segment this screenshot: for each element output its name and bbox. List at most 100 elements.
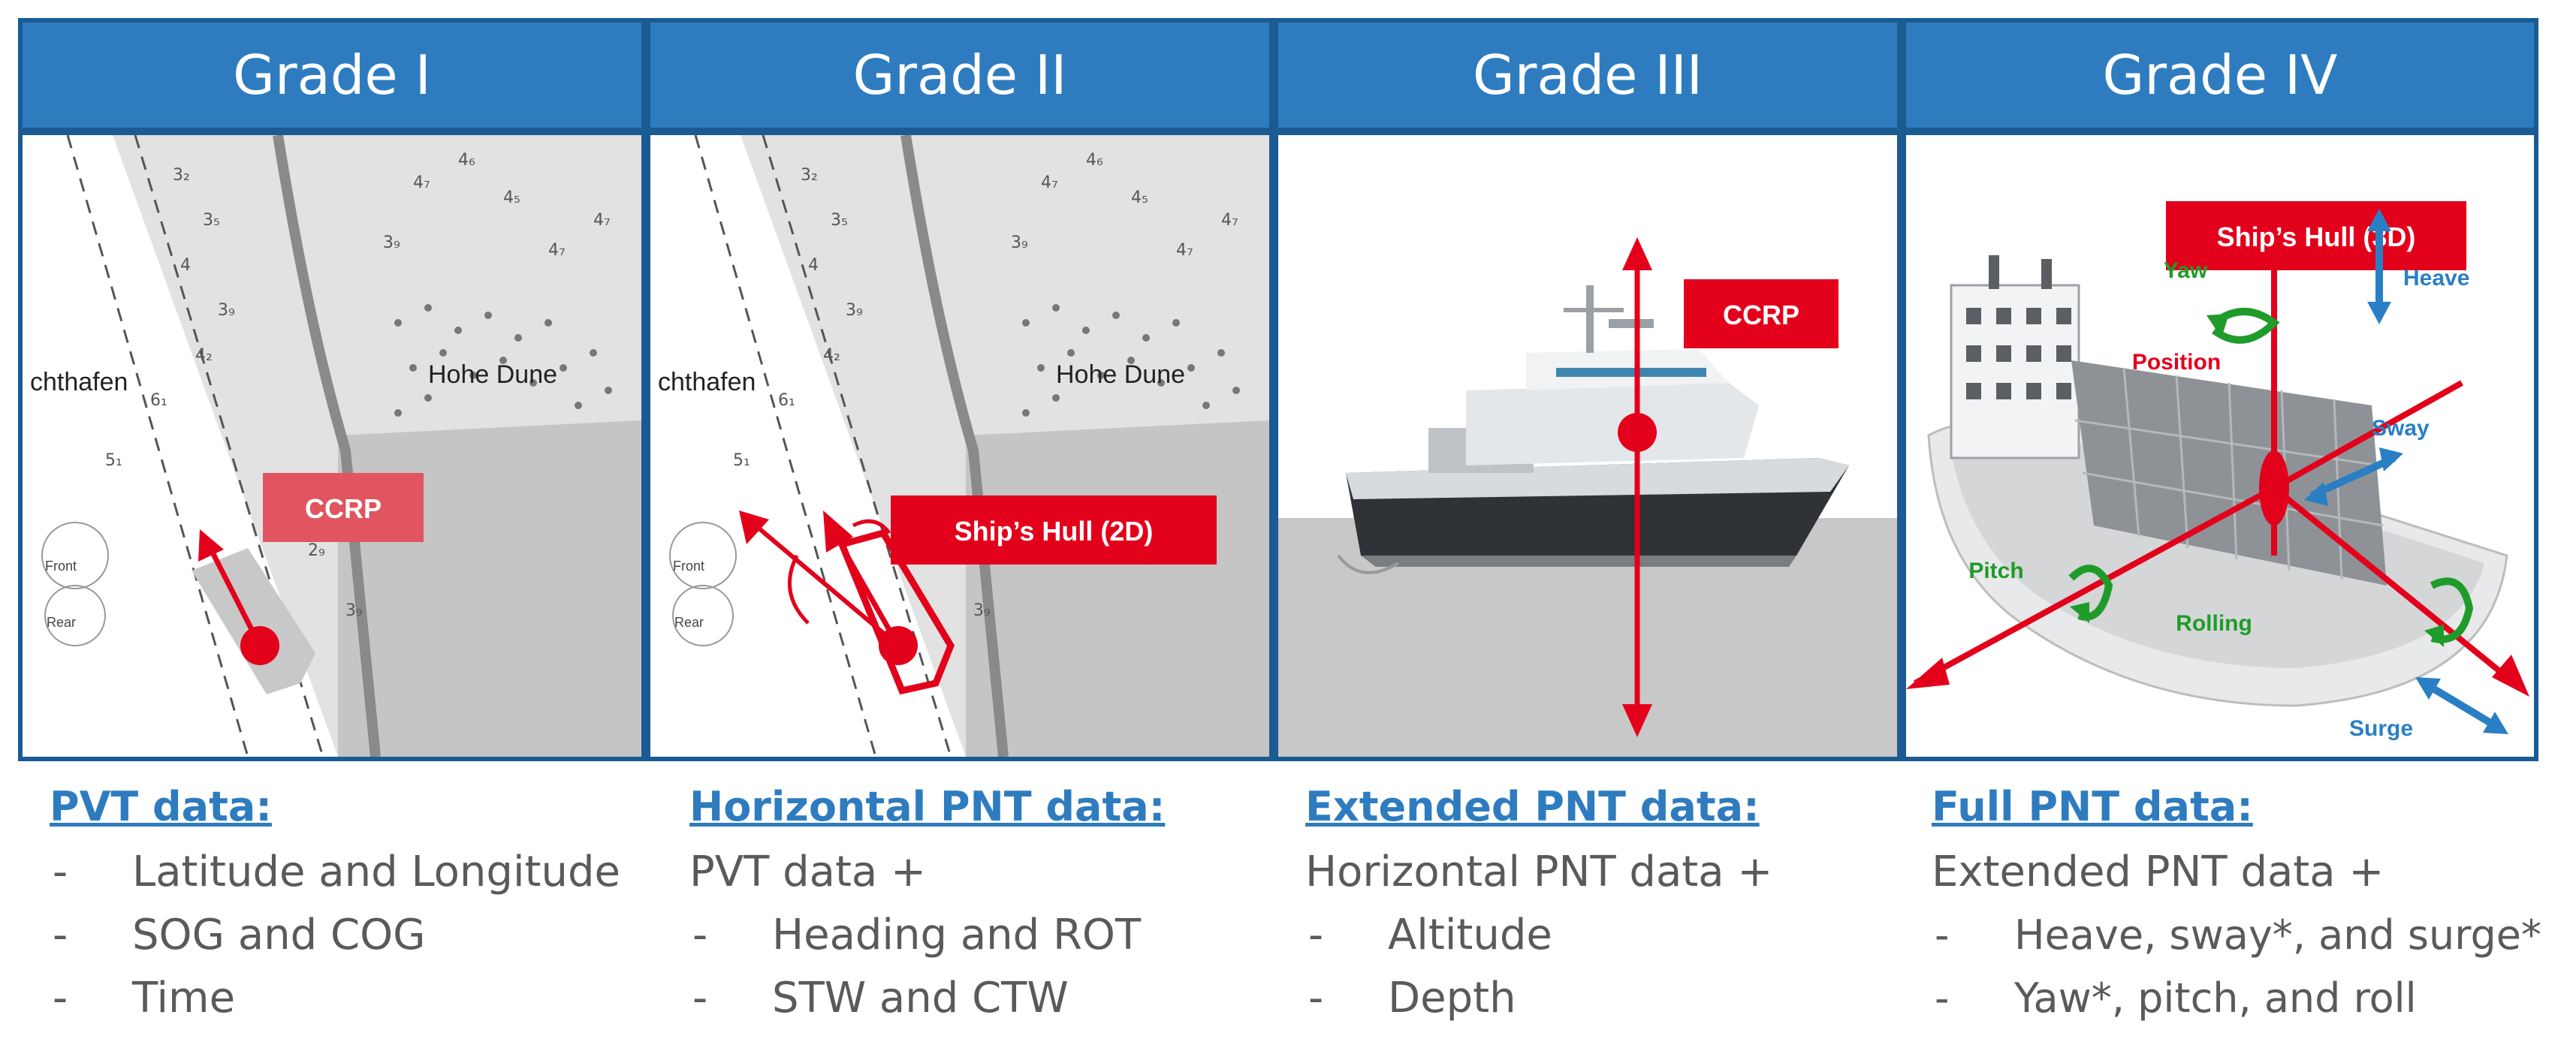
heave-arrowhead-up — [2367, 209, 2391, 231]
hull-reference-marker — [879, 626, 918, 665]
svg-text:5₁: 5₁ — [105, 451, 122, 470]
container-stack — [2071, 360, 2387, 586]
grade-3-vessel-view: CCRP — [1278, 135, 1897, 757]
grade-3-description: Extended PNT data: Horizontal PNT data +… — [1305, 781, 1921, 1030]
map-place-name: chthafen — [658, 368, 756, 396]
surge-arrowhead-right — [2483, 712, 2508, 734]
heave-label: Heave — [2403, 266, 2469, 291]
bridge-windows — [1556, 368, 1706, 377]
map-area-name: Hohe Dune — [1056, 360, 1185, 389]
hull-2d-label: Ship’s Hull (2D) — [955, 516, 1154, 547]
sway-arrowhead-right — [2379, 447, 2403, 471]
surge-axis-arrowhead — [1906, 658, 1950, 689]
grade-2-header: Grade II — [650, 23, 1269, 128]
list-item-text: Heave, sway*, and surge* — [2014, 911, 2541, 959]
grade-3-data-title: Extended PNT data: — [1305, 783, 1760, 830]
list-item: -Heading and ROT — [689, 904, 1305, 967]
list-item-text: Heading and ROT — [772, 911, 1142, 959]
transverse-axis — [2272, 485, 2517, 686]
yaw-rotation-arrowhead — [2206, 314, 2229, 338]
grade-2-description: Horizontal PNT data: PVT data + -Heading… — [689, 781, 1305, 1030]
svg-text:3₉: 3₉ — [846, 301, 863, 320]
position-label: Position — [2132, 350, 2221, 375]
list-item-text: Latitude and Longitude — [132, 848, 620, 896]
depth-arrowhead — [1622, 704, 1652, 737]
map-place-name: chthafen — [30, 368, 128, 396]
svg-text:6₁: 6₁ — [778, 391, 795, 410]
grade-4-intro: Extended PNT data + — [1932, 848, 2384, 896]
pitch-rotation-arrowhead — [2070, 602, 2089, 623]
grade-3-intro: Horizontal PNT data + — [1305, 848, 1773, 896]
marsh-symbols — [394, 304, 612, 417]
svg-text:3₅: 3₅ — [203, 211, 220, 230]
svg-text:4: 4 — [180, 256, 191, 275]
grade-4-column: Grade IV — [1906, 23, 2534, 757]
svg-text:4₇: 4₇ — [1221, 211, 1238, 230]
svg-text:4₇: 4₇ — [548, 241, 566, 260]
grade-1-header: Grade I — [23, 23, 641, 128]
grade-1-description: PVT data: -Latitude and Longitude -SOG a… — [50, 781, 665, 1030]
hull-keel — [1361, 556, 1796, 567]
svg-text:3₉: 3₉ — [218, 301, 235, 320]
map-rear-label: Rear — [674, 615, 704, 630]
hull-topside — [1346, 458, 1849, 499]
yaw-label: Yaw — [2164, 258, 2208, 283]
ccrp-label: CCRP — [305, 493, 382, 524]
ccrp-label-box — [1684, 279, 1838, 348]
fairway-line — [762, 135, 952, 757]
list-bullet: - — [1935, 974, 1950, 1022]
hull-3d-label-box — [2166, 201, 2466, 270]
svg-text:3₉: 3₉ — [345, 601, 363, 620]
shoreline — [900, 135, 1009, 757]
svg-text:3₉: 3₉ — [383, 233, 400, 252]
heading-arrowhead — [823, 510, 853, 553]
list-bullet: - — [1935, 911, 1950, 959]
svg-text:4₂: 4₂ — [195, 346, 213, 365]
light-sector — [669, 522, 737, 589]
longitudinal-axis — [1914, 485, 2276, 686]
funnel — [1989, 255, 1999, 289]
surge-arrowhead-left — [2415, 677, 2441, 700]
ship-footprint — [192, 548, 315, 694]
water-area — [338, 420, 641, 757]
course-arrow — [754, 523, 900, 648]
svg-text:2₉: 2₉ — [308, 541, 325, 560]
ccrp-label-box — [263, 473, 424, 542]
svg-text:4: 4 — [808, 256, 819, 275]
map-front-label: Front — [673, 559, 704, 574]
svg-text:3₉: 3₉ — [1011, 233, 1028, 252]
list-bullet: - — [53, 974, 68, 1022]
ccrp-marker — [240, 626, 279, 665]
ccrp-label: CCRP — [1723, 300, 1799, 330]
hull-2d-label-box — [891, 495, 1217, 565]
grade-2-data-title: Horizontal PNT data: — [689, 783, 1166, 830]
list-item: -SOG and COG — [50, 904, 665, 967]
container-grid — [2074, 367, 2384, 580]
heading-arrowhead — [198, 529, 224, 562]
map-rear-label: Rear — [47, 615, 76, 630]
sway-label: Sway — [2372, 416, 2430, 441]
transverse-axis-extension — [2273, 380, 2463, 491]
svg-text:5₁: 5₁ — [733, 451, 750, 470]
grade-4-ship-motion: Ship’s Hull (3D) Position Yaw Heave Sway… — [1906, 135, 2534, 757]
rolling-rotation-icon — [2430, 577, 2474, 643]
fairway-line — [694, 135, 877, 757]
fairway-line — [66, 135, 249, 757]
light-sector — [672, 585, 734, 646]
light-sector — [44, 585, 106, 646]
grade-3-header: Grade III — [1278, 23, 1897, 128]
list-item-text: Time — [132, 974, 236, 1022]
grade-1-data-title: PVT data: — [50, 783, 272, 830]
svg-text:4₂: 4₂ — [823, 346, 840, 365]
position-marker — [2259, 450, 2289, 526]
rolling-label: Rolling — [2176, 611, 2252, 636]
grade-2-intro: PVT data + — [689, 848, 926, 896]
grade-4-illustration: Ship’s Hull (3D) Position Yaw Heave Sway… — [1906, 135, 2534, 757]
bow-wave — [1337, 554, 1400, 574]
course-arrowhead — [739, 510, 769, 544]
list-item: -Latitude and Longitude — [50, 841, 665, 904]
grade-4-data-title: Full PNT data: — [1932, 783, 2253, 830]
